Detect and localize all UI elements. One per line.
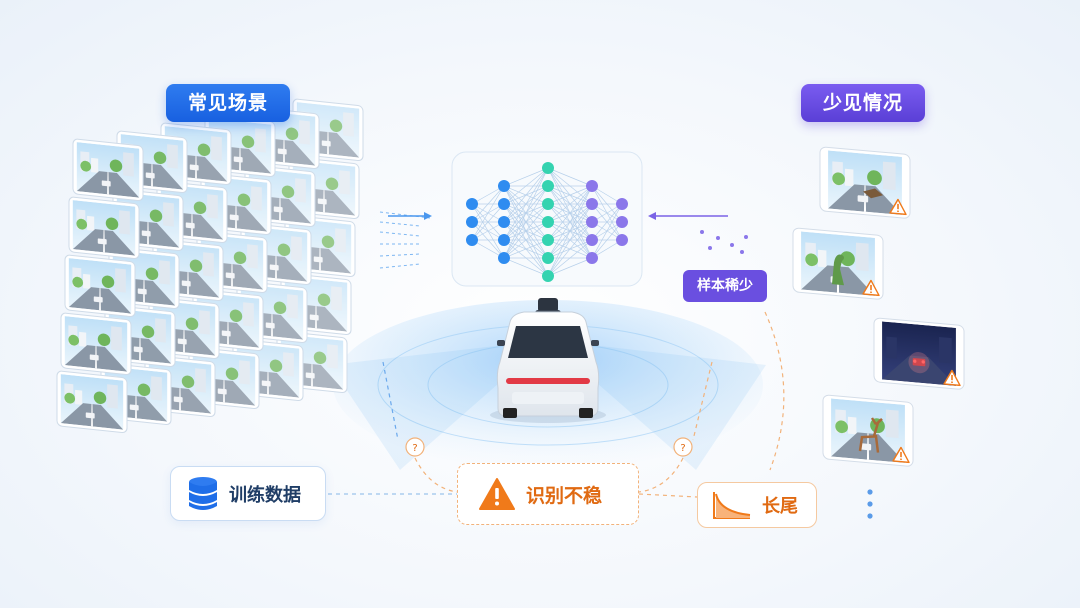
network-node [542, 252, 554, 264]
training-data-label: 训练数据 [229, 484, 301, 506]
network-node [542, 180, 554, 192]
unstable-recognition-box: 识别不稳 [457, 463, 639, 525]
neural-network-panel [451, 151, 643, 287]
database-icon [189, 476, 217, 510]
network-node [542, 270, 554, 282]
network-edge [503, 257, 549, 277]
network-edge [471, 203, 505, 241]
network-node [586, 216, 598, 228]
rare-cases-column [792, 146, 965, 467]
network-node [616, 198, 628, 210]
question-marker-right [673, 437, 693, 457]
network-node [498, 234, 510, 246]
network-node [586, 234, 598, 246]
scene-thumbnail [68, 196, 140, 260]
rare-case-card-night-driving [873, 317, 965, 390]
network-node [616, 216, 628, 228]
network-edge [503, 185, 549, 259]
unstable-recognition-label: 识别不稳 [526, 484, 603, 507]
rare-case-card-deer-on-road [822, 394, 914, 467]
warning-triangle-icon [479, 478, 515, 510]
network-node [586, 252, 598, 264]
network-edge [547, 185, 593, 241]
network-edge [547, 257, 593, 277]
long-tail-label: 长尾 [762, 496, 798, 517]
network-edge [547, 185, 593, 205]
network-node [542, 234, 554, 246]
network-edge [503, 167, 549, 223]
network-node [466, 216, 478, 228]
long-tail-curve-icon [713, 492, 751, 519]
rare-cases-label: 少见情况 [801, 84, 926, 122]
scene-thumbnail [60, 312, 132, 376]
network-edge [547, 203, 593, 277]
network-edge [503, 239, 549, 259]
scene-thumbnail [56, 370, 128, 434]
network-node [542, 162, 554, 174]
network-edge [503, 167, 549, 187]
network-node [466, 198, 478, 210]
network-edge [503, 167, 549, 205]
network-edge [547, 185, 593, 223]
network-edge [547, 239, 593, 277]
network-edge [591, 203, 623, 241]
vertical-dots-icon [867, 489, 873, 519]
network-edge [503, 167, 549, 259]
network-node [498, 198, 510, 210]
network-edge [591, 221, 623, 259]
few-samples-badge: 样本稀少 [683, 270, 767, 302]
network-edge [547, 221, 593, 277]
network-node [542, 198, 554, 210]
network-node [498, 252, 510, 264]
network-node [466, 234, 478, 246]
network-edge [503, 167, 549, 241]
dashed-connections [328, 311, 785, 498]
scene-thumbnail [64, 254, 136, 318]
question-marker-left [405, 437, 425, 457]
common-scenes-label: 常见场景 [166, 84, 291, 122]
question-mark-right: ? [680, 443, 685, 454]
network-node [586, 180, 598, 192]
network-node [542, 216, 554, 228]
network-edge [547, 185, 593, 259]
autonomous-car [490, 298, 606, 423]
network-edge [591, 203, 623, 259]
network-node [586, 198, 598, 210]
sparse-sample-dots [700, 230, 748, 254]
common-scenes-image-stack [56, 98, 364, 434]
question-mark-left: ? [412, 443, 417, 454]
rare-case-card-debris-on-road [819, 146, 911, 219]
training-data-box: 训练数据 [170, 466, 326, 521]
network-edge [471, 185, 505, 241]
arrow-head-left [424, 212, 432, 220]
network-edge [471, 221, 505, 241]
data-flow-lines-left [379, 211, 431, 269]
network-edge [503, 221, 549, 259]
network-node [498, 216, 510, 228]
rare-case-card-dinosaur-on-crosswalk [792, 227, 884, 300]
network-edge [547, 185, 593, 277]
scene-thumbnail [72, 138, 144, 202]
network-edge [471, 185, 505, 205]
network-edge [471, 185, 505, 223]
arrow-head-right [648, 212, 656, 220]
network-edge [547, 167, 593, 187]
network-node [498, 180, 510, 192]
network-node [616, 234, 628, 246]
long-tail-box: 长尾 [697, 482, 817, 528]
network-edge [471, 239, 505, 259]
network-edge [503, 203, 549, 259]
